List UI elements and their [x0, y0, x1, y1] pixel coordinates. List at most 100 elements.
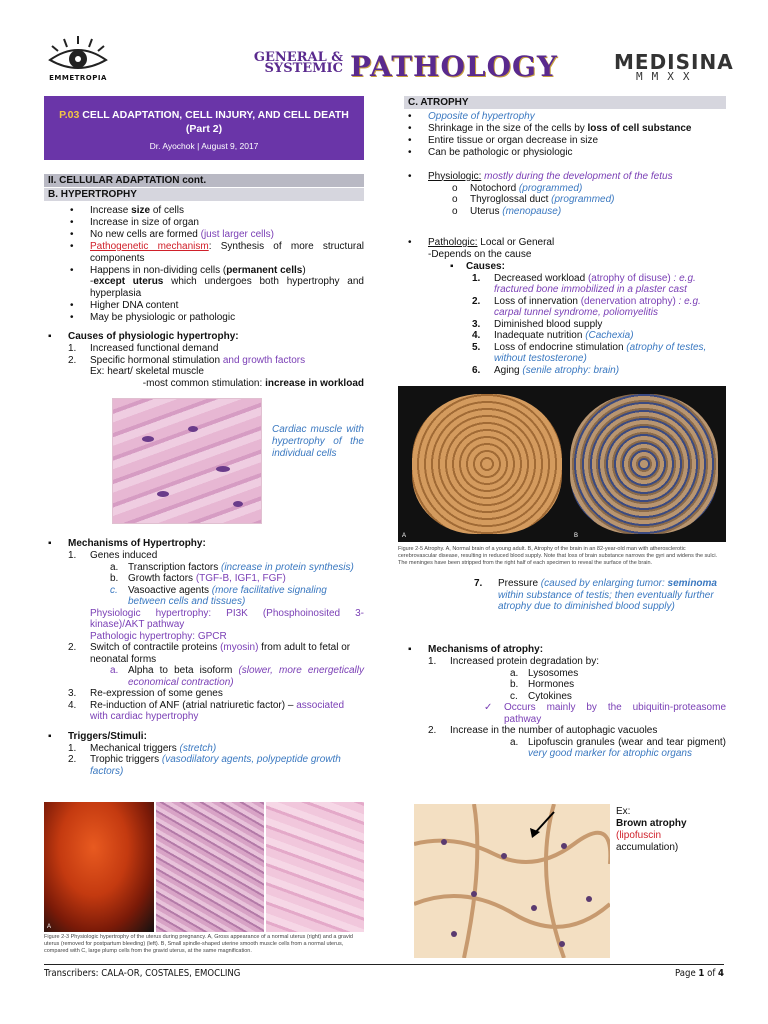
- normal-brain-icon: [412, 394, 562, 534]
- figure-label-a: A: [47, 924, 52, 930]
- title-small-line-1: GENERAL &: [253, 50, 343, 65]
- causes-numbered: 1.Increased functional demand 2.Specific…: [68, 343, 364, 378]
- uterus-figure-caption: Figure 2-3 Physiologic hypertrophy of th…: [44, 934, 353, 954]
- uterus-gross-image: A: [44, 802, 154, 932]
- list-item: Entire tissue or organ decrease in size: [404, 135, 726, 147]
- list-item: 1.Genes induced: [68, 550, 158, 561]
- list-item: May be physiologic or pathologic: [66, 312, 364, 324]
- list-item: 5.Loss of endocrine stimulation (atrophy…: [472, 341, 707, 365]
- causes-heading: Causes of physiologic hypertrophy:: [44, 331, 364, 343]
- mechanisms-heading: Mechanisms of Hypertrophy:: [44, 538, 364, 550]
- example-label: Ex:: [616, 806, 631, 817]
- list-item: Can be pathologic or physiologic: [404, 147, 726, 159]
- subsection-heading: B. HYPERTROPHY: [44, 188, 364, 202]
- list-item: 1.Mechanical triggers (stretch): [68, 742, 217, 754]
- cardiac-muscle-image: [112, 398, 262, 524]
- uterus-gravid-histology-image: [266, 802, 364, 932]
- lecture-title-box: P.03 CELL ADAPTATION, CELL INJURY, AND C…: [44, 96, 364, 160]
- atrophy-mechanisms-heading: Mechanisms of atrophy:: [404, 644, 726, 656]
- list-item: 2.Trophic triggers (vasodilatory agents,…: [68, 754, 341, 777]
- cardiac-image-caption: Cardiac muscle with hypertrophy of the i…: [272, 424, 364, 459]
- list-item: Higher DNA content: [66, 300, 364, 312]
- title-small-line-2: SYSTEMIC: [264, 61, 343, 76]
- list-item: a.Lipofuscin granules (wear and tear pig…: [510, 736, 726, 760]
- lecture-title-text: CELL ADAPTATION, CELL INJURY, AND CELL D…: [82, 109, 349, 135]
- accumulation-label: accumulation): [616, 842, 679, 853]
- list-item: Shrinkage in the size of the cells by lo…: [404, 123, 726, 135]
- ubiquitin-note: ✓Occurs mainly by the ubiquitin-proteaso…: [484, 702, 726, 725]
- atrophy-causes-list: 1.Decreased workload (atrophy of disuse)…: [472, 273, 726, 377]
- brand-year: MMXX: [636, 70, 699, 83]
- hypertrophy-bullets: Increase size of cells Increase in size …: [66, 205, 364, 323]
- brain-figure-caption: Figure 2-5 Atrophy. A, Normal brain of a…: [398, 546, 718, 566]
- list-item: 2.Loss of innervation (denervation atrop…: [472, 295, 701, 319]
- atrophic-brain-icon: [570, 394, 718, 534]
- list-item: 2.Specific hormonal stimulation and grow…: [68, 354, 306, 378]
- brown-atrophy-histology-icon: [413, 803, 613, 959]
- eye-logo-icon: [48, 36, 108, 69]
- list-item: 3.Diminished blood supply: [472, 318, 603, 330]
- cardiac-nuclei-icon: [142, 426, 243, 507]
- list-item: a.Transcription factors (increase in pro…: [110, 561, 354, 573]
- pathologic-heading: Pathologic: Local or General-Depends on …: [404, 237, 726, 260]
- list-item: Opposite of hypertrophy: [404, 111, 726, 123]
- page-header: EMMETROPIA GENERAL & SYSTEMIC PATHOLOGY …: [0, 0, 768, 88]
- causes-label: ▪Causes:: [450, 260, 505, 272]
- list-item: c.Cytokines: [510, 690, 572, 702]
- list-item: 4.Re-induction of ANF (atrial natriureti…: [68, 699, 345, 723]
- lecture-code: P.03: [59, 109, 80, 121]
- pressure-cause: 7.Pressure (caused by enlarging tumor: s…: [474, 578, 717, 612]
- list-item: b.Hormones: [510, 679, 575, 690]
- title-small: GENERAL & SYSTEMIC: [243, 50, 343, 76]
- physiologic-pathway: Physiologic hypertrophy: PI3K (Phosphoin…: [90, 607, 364, 631]
- list-item: b.Growth factors (TGF-B, IGF1, FGF): [110, 573, 286, 584]
- list-item: Increase size of cells: [66, 205, 364, 217]
- brown-atrophy-image: [413, 803, 613, 959]
- page-title: PATHOLOGY: [350, 50, 558, 83]
- lecture-byline: Dr. Ayochok | August 9, 2017: [149, 141, 259, 151]
- section-heading: II. CELLULAR ADAPTATION cont.: [44, 174, 364, 188]
- brand-name: MEDISINA: [614, 50, 734, 74]
- most-common-stimulation: -most common stimulation: increase in wo…: [142, 377, 364, 389]
- triggers-heading: Triggers/Stimuli:: [44, 731, 364, 743]
- list-item: 1.Increased protein degradation by:: [428, 656, 599, 667]
- list-item: No new cells are formed (just larger cel…: [66, 229, 364, 241]
- brown-atrophy-example: Ex: Brown atrophy (lipofuscin accumulati…: [616, 806, 726, 854]
- pathologic-pathway: Pathologic hypertrophy: GPCR: [90, 630, 227, 642]
- list-item: Happens in non-dividing cells (permanent…: [66, 265, 364, 300]
- brown-atrophy-label: Brown atrophy: [616, 818, 687, 829]
- uterus-normal-histology-image: [156, 802, 264, 932]
- causes-list: Causes of physiologic hypertrophy:: [44, 331, 364, 343]
- list-item: Pathogenetic mechanism: Synthesis of mor…: [66, 241, 364, 264]
- brain-label-b: B: [574, 533, 579, 539]
- physiologic-heading: Physiologic: mostly during the developme…: [404, 171, 726, 183]
- brain-label-a: A: [402, 533, 407, 539]
- lecture-title: P.03 CELL ADAPTATION, CELL INJURY, AND C…: [54, 108, 354, 136]
- list-item: 2.Increase in the number of autophagic v…: [428, 725, 658, 736]
- brain-atrophy-image: A B: [398, 386, 726, 542]
- list-item: c.Vasoactive agents (more facilitative s…: [110, 584, 327, 608]
- hypertrophy-mechanisms: Mechanisms of Hypertrophy: 1.Genes induc…: [44, 530, 364, 777]
- list-item: a.Lysosomes: [510, 667, 579, 679]
- left-column: P.03 CELL ADAPTATION, CELL INJURY, AND C…: [44, 96, 364, 390]
- arrow-icon: [533, 811, 555, 835]
- page-footer: Transcribers: CALA-OR, COSTALES, EMOCLIN…: [44, 964, 724, 979]
- atrophy-bullets: Opposite of hypertrophy Shrinkage in the…: [404, 111, 726, 159]
- list-item: 1.Decreased workload (atrophy of disuse)…: [472, 272, 696, 296]
- logo-text: EMMETROPIA: [49, 74, 107, 82]
- list-item: 6.Aging (senile atrophy: brain): [472, 364, 620, 376]
- right-column: C. ATROPHY Opposite of hypertrophy Shrin…: [404, 96, 726, 376]
- lipofuscin-label: (lipofuscin: [616, 830, 662, 841]
- list-item: a.Alpha to beta isoform (slower, more en…: [110, 665, 364, 688]
- list-item: 1.Increased functional demand: [68, 343, 219, 354]
- page-number: Page 1 of 4: [675, 968, 724, 979]
- list-item: 2.Switch of contractile proteins (myosin…: [68, 642, 351, 665]
- checkmark-icon: ✓: [484, 702, 493, 713]
- list-item: 3.Re-expression of some genes: [68, 688, 223, 699]
- list-item: Increase in size of organ: [66, 217, 364, 229]
- atrophy-mechanisms: Mechanisms of atrophy: 1.Increased prote…: [404, 636, 726, 760]
